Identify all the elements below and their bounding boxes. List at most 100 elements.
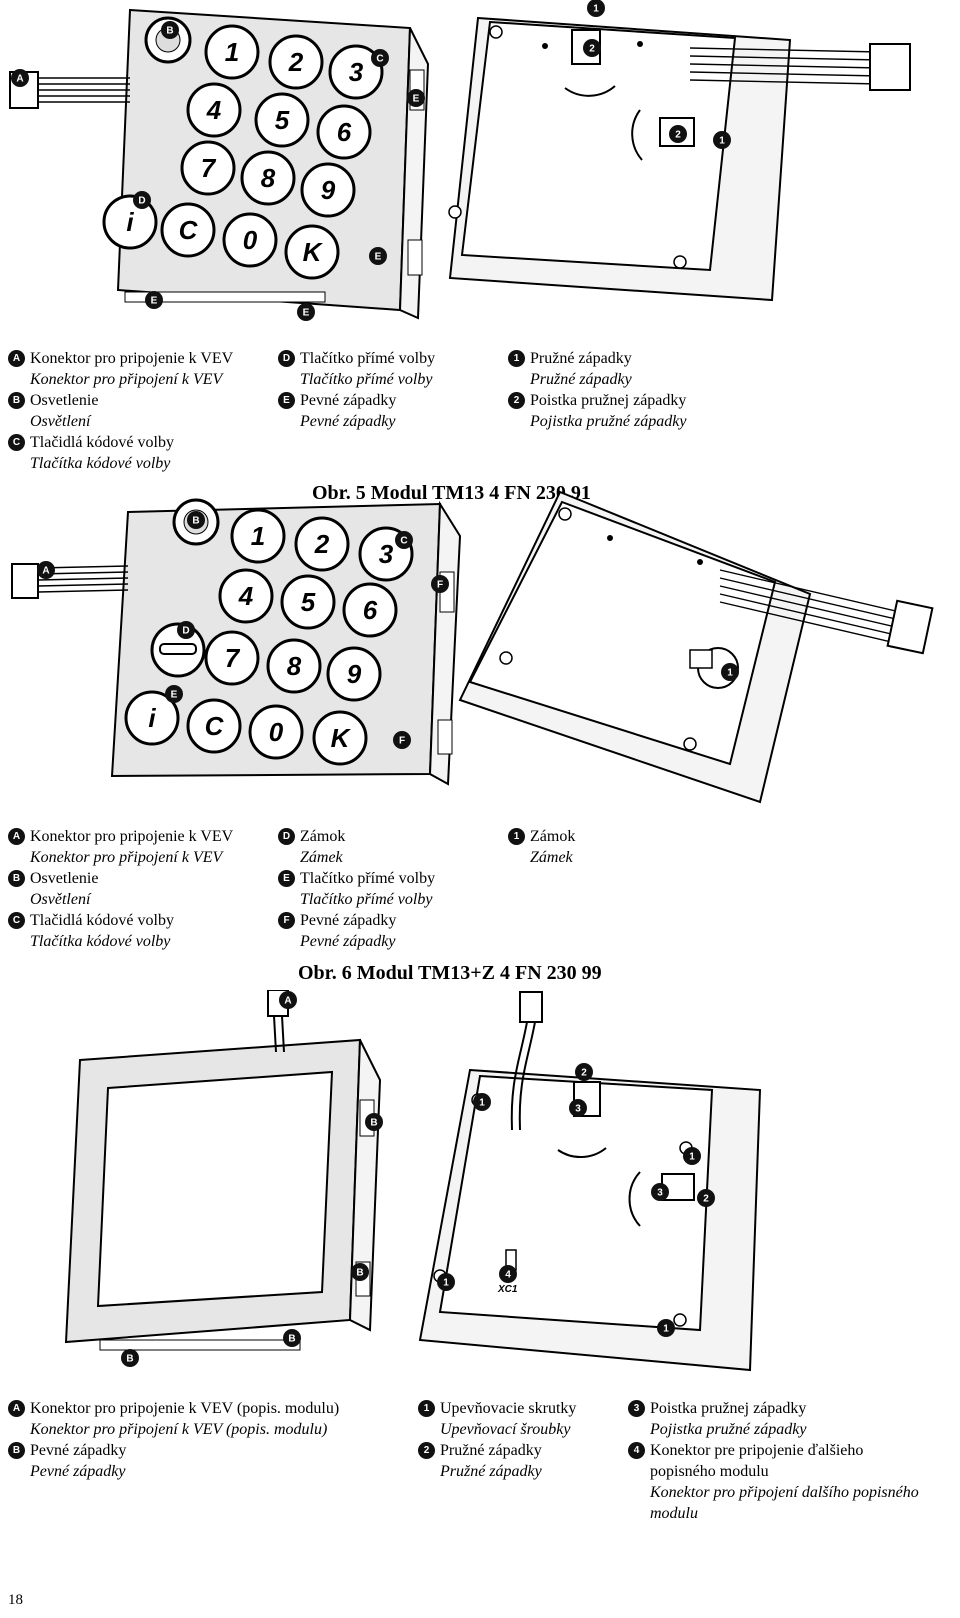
legend-text-sk: Zámok [300,828,346,845]
callout-badge [657,1319,675,1337]
key-button [222,212,278,268]
key-label: 5 [301,587,316,617]
callout-badge [133,191,151,209]
callout-label: 2 [675,130,681,141]
callout-label: 1 [727,668,733,679]
fig7-back-view: XC1 [418,991,762,1372]
callout-badge [279,991,297,1009]
legend-badge: B [8,870,25,887]
legend-text-sk: Poistka pružnej západky [650,1400,807,1417]
key-button [248,704,304,760]
key-button [268,34,324,90]
legend-text-cz: Pevné západky [30,1463,126,1480]
callout-badge [145,291,163,309]
callout-badge [669,125,687,143]
callout-label: 1 [663,1324,669,1335]
callout-label: A [42,566,49,577]
legend-text-sk: Poistka pružnej západky [530,392,687,409]
key-button [294,516,350,572]
fig5-caption: Obr. 5 Modul TM13 4 FN 230 91 [312,482,591,504]
callout-label: C [376,54,383,65]
callout-badge [393,731,411,749]
legend-badge: 3 [628,1400,645,1417]
legend-badge: B [8,392,25,409]
legend-badge: D [278,828,295,845]
legend-badge: A [8,1400,25,1417]
key-label: C [205,711,225,741]
key-label: 5 [275,105,290,135]
key-button [300,162,356,218]
legend-badge: A [8,350,25,367]
legend-badge: 2 [508,392,525,409]
callout-label: C [400,536,407,547]
key-button [186,82,242,138]
key-label: 9 [347,659,362,689]
key-label: K [303,237,324,267]
key-button [328,44,384,100]
callout-badge [407,89,425,107]
callout-badge [121,1349,139,1367]
key-label: C [179,215,199,245]
callout-label: D [138,196,145,207]
legend-text-sk: Pevné západky [30,1442,127,1459]
fig7-pcb-label: XC1 [497,1284,518,1295]
callout-label: 2 [589,44,595,55]
legend-text-cz: Konektor pro připojení dalšího popisného… [650,1484,919,1522]
key-button [316,104,372,160]
legend-text-cz: Tlačítko přímé volby [300,891,433,908]
callout-label: 3 [575,1104,581,1115]
key-label: 6 [337,117,352,147]
callout-badge [187,511,205,529]
legend-badge: C [8,912,25,929]
legend-text-cz: Osvětlení [30,891,91,908]
key-label: 4 [206,95,222,125]
callout-badge [165,685,183,703]
legend-text-sk: Konektor pro pripojenie k VEV [30,828,234,845]
legend-text-sk: Tlačítko přímé volby [300,350,436,367]
key-button [102,194,158,250]
callout-badge [587,0,605,17]
legend-text-sk: Tlačidlá kódové volby [30,912,174,929]
key-label: 1 [225,37,239,67]
legend-badge: C [8,434,25,451]
callout-badge [369,247,387,265]
legend-text-sk: Pevné západky [300,912,397,929]
legend-text-cz: Osvětlení [30,413,91,430]
callout-label: B [370,1118,377,1129]
callout-label: F [399,736,405,747]
legend-text-cz: Tlačítko přímé volby [300,371,433,388]
legend-badge: 1 [508,350,525,367]
legend-text-sk: Tlačidlá kódové volby [30,434,174,451]
legend-badge: 2 [418,1442,435,1459]
callout-label: E [375,252,382,263]
callout-badge [283,1329,301,1347]
key-label: i [148,703,156,733]
legend-text-cz: Zámek [530,849,573,866]
legend-text-cz: Pevné západky [300,933,396,950]
key-label: i [126,207,134,237]
legend-text-cz: Konektor pro připojení k VEV (popis. mod… [30,1421,328,1438]
callout-badge [371,49,389,67]
key-label: 9 [321,175,336,205]
legend-text-sk: Konektor pre pripojenie ďalšieho popisné… [650,1442,864,1480]
key-button [160,202,216,258]
legend-badge: E [278,870,295,887]
key-button [326,646,382,702]
legend-text-sk: Osvetlenie [30,392,99,409]
